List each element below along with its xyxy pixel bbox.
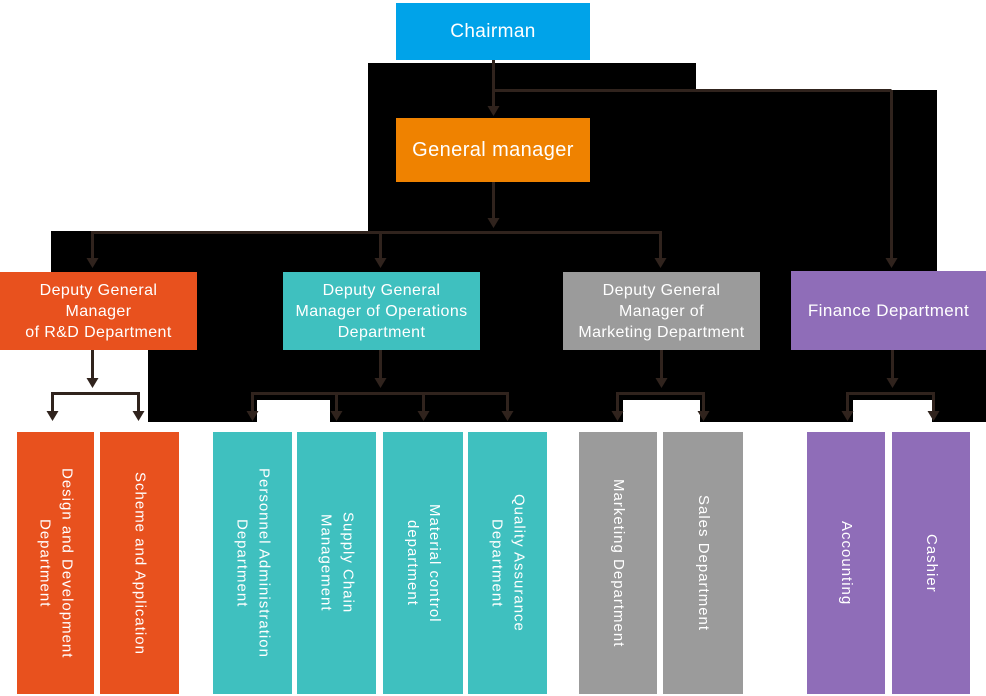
- connector-fill-region: [760, 272, 791, 350]
- connector-fill-region: [148, 400, 257, 422]
- connector-fill-region: [368, 63, 696, 90]
- org-node-quality-assurance: Quality Assurance Department: [468, 432, 547, 694]
- org-node-design-development: Design and Development Department: [17, 432, 94, 694]
- org-node-personnel-administration: Personnel Administration Department: [213, 432, 292, 694]
- org-node-material-control: Material control department: [383, 432, 463, 694]
- connector-fill-region: [51, 231, 937, 272]
- org-node-supply-chain: Supply Chain Management: [297, 432, 376, 694]
- org-node-deputy-marketing: Deputy General Manager of Marketing Depa…: [563, 272, 760, 350]
- org-node-deputy-rnd: Deputy General Manager of R&D Department: [0, 272, 197, 350]
- org-node-deputy-operations: Deputy General Manager of Operations Dep…: [283, 272, 480, 350]
- connector-fill-region: [148, 390, 986, 400]
- connector-fill-region: [330, 400, 623, 422]
- connector-fill-region: [700, 400, 853, 422]
- org-node-general-manager: General manager: [396, 118, 590, 182]
- org-node-marketing-department: Marketing Department: [579, 432, 657, 694]
- org-node-accounting: Accounting: [807, 432, 885, 694]
- connector-fill-region: [932, 400, 986, 422]
- org-node-sales-department: Sales Department: [663, 432, 743, 694]
- org-node-finance-department: Finance Department: [791, 271, 986, 350]
- connector-fill-region: [197, 272, 283, 350]
- org-node-chairman: Chairman: [396, 3, 590, 60]
- connector-fill-region: [148, 350, 986, 390]
- org-node-scheme-application: Scheme and Application: [100, 432, 179, 694]
- org-node-cashier: Cashier: [892, 432, 970, 694]
- connector-fill-region: [480, 272, 563, 350]
